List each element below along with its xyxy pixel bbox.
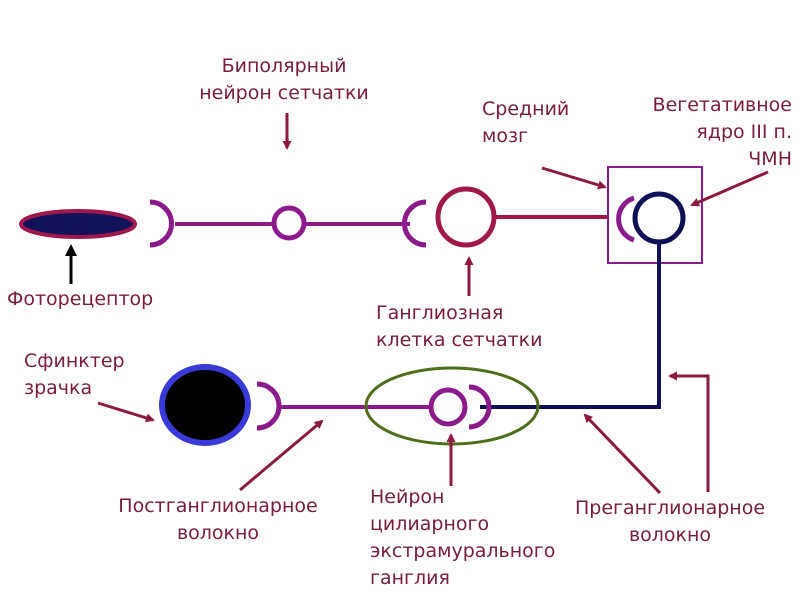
label-photoreceptor: Фоторецептор <box>7 288 154 310</box>
label-bipolar-neuron: Биполярный нейрон сетчатки <box>199 55 369 104</box>
bipolar-synapse-cup <box>149 199 174 248</box>
vegetative-nucleus-neuron <box>632 191 686 245</box>
label-pupil-sphincter: Сфинктер зрачка <box>24 350 125 399</box>
ciliary-synapse-cup <box>468 384 492 430</box>
label-midbrain: Средний мозг <box>482 98 570 147</box>
preganglionic-fiber <box>480 242 661 409</box>
midbrain-pointer-arrow <box>541 166 607 190</box>
preganglionic-pointer-arrow <box>583 413 662 495</box>
ganglion-cell-body <box>435 186 497 248</box>
midbrain-synapse-cup <box>616 195 635 243</box>
bipolar-neuron-body <box>271 205 307 241</box>
vegetative-pointer-arrow <box>690 170 769 207</box>
sphincter-synapse-cup <box>256 381 282 431</box>
label-ganglion-cell: Ганглиозная клетка сетчатки <box>376 302 543 351</box>
pupil-sphincter <box>159 364 251 446</box>
sphincter-pointer-arrow <box>97 401 155 423</box>
label-preganglionic-fiber: Преганглионарное волокно <box>574 497 766 546</box>
label-postganglionic-fiber: Постганглионарное волокно <box>118 495 318 544</box>
preganglionic-bracket-arrow <box>668 371 710 492</box>
label-vegetative-nucleus: Вегетативное ядро III п. ЧМН <box>652 94 792 170</box>
ganglion-synapse-cup <box>402 199 427 248</box>
label-ciliary-neuron: Нейрон цилиарного экстрамурального гангл… <box>370 486 556 589</box>
photoreceptor-cell <box>19 209 137 239</box>
postganglionic-pointer-arrow <box>239 419 324 492</box>
ciliary-neuron-body <box>428 387 468 427</box>
